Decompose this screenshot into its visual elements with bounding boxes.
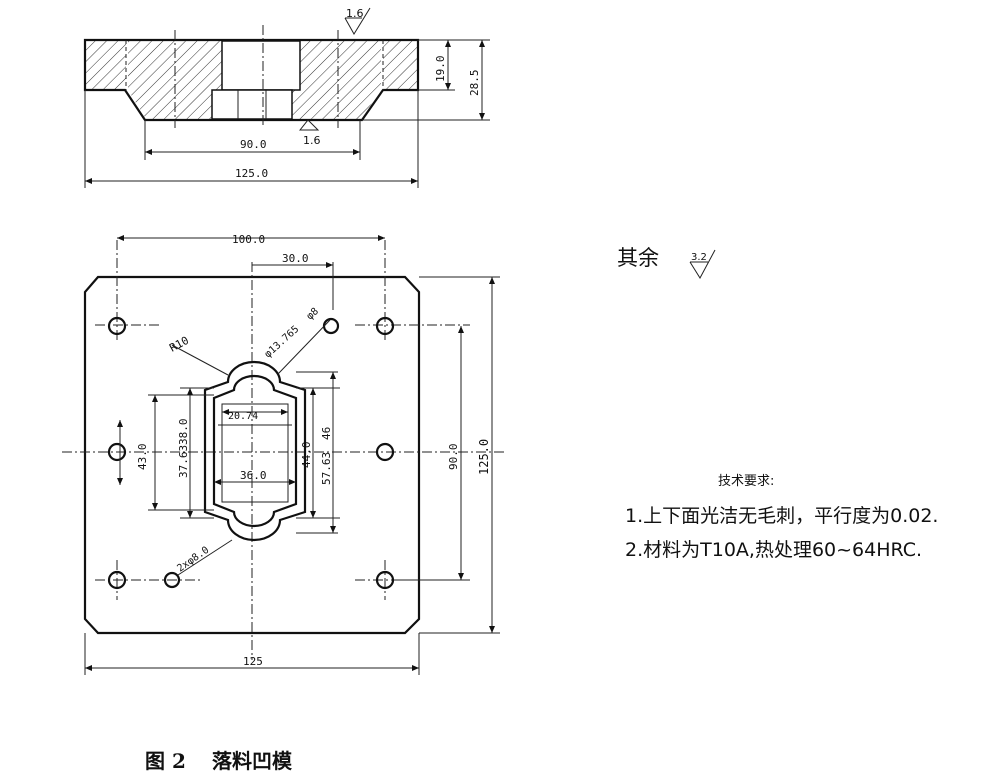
hatch-right-inner	[292, 41, 381, 119]
dim-total-width: 125	[243, 655, 263, 668]
dim-total-height: 125.0	[477, 439, 491, 475]
dim-inner-left-1: 37.63	[177, 445, 190, 478]
tech-requirement-2: 2.材料为T10A,热处理60~64HRC.	[625, 539, 922, 561]
die-opening-upper	[221, 40, 301, 91]
roughness-symbol	[689, 249, 716, 279]
screw-hole-top-left	[107, 316, 127, 336]
dim-bottom-width: 36.0	[240, 469, 267, 482]
caption-title: 落料凹模	[212, 749, 293, 773]
roughness-bottom-value: 1.6	[303, 134, 321, 147]
roughness-top-value: 1.6	[346, 7, 364, 20]
other-roughness-label: 其余	[617, 246, 659, 270]
dim-inner-right-2: 57.63	[320, 452, 333, 485]
tech-requirements: 技术要求: 1.上下面光洁无毛刺，平行度为0.02. 2.材料为T10A,热处理…	[625, 474, 938, 561]
tech-requirement-1: 1.上下面光洁无毛刺，平行度为0.02.	[625, 505, 938, 527]
screw-hole-mid-right	[375, 442, 395, 462]
label-hole-top: φ13.765	[263, 324, 302, 360]
tech-requirements-title: 技术要求:	[718, 474, 774, 489]
roughness-symbol-top	[344, 7, 371, 35]
roughness-symbol-bottom	[298, 119, 320, 131]
dim-inner-right-1: 44.0	[300, 442, 313, 469]
dim-hole-spacing-x: 100.0	[232, 233, 265, 246]
figure-caption: 图 2 落料凹模	[145, 749, 293, 773]
die-opening-lower	[211, 89, 293, 120]
die-opening-outer	[203, 360, 307, 542]
hatch-right-outer	[383, 41, 417, 89]
label-radius: R10	[167, 334, 191, 355]
dim-height-total: 28.5	[468, 70, 481, 97]
dim-slot-width: 20.74	[228, 411, 258, 422]
die-opening-inner	[212, 374, 298, 528]
dim-left-height: 43.0	[136, 444, 149, 471]
label-hole-bottom: 2xφ8.0	[175, 545, 211, 575]
label-pin-top: φ8	[305, 306, 321, 322]
dim-inner-right-3: 46	[320, 427, 333, 440]
dim-offset: 30.0	[282, 252, 309, 265]
screw-hole-bottom-right	[375, 570, 395, 590]
other-roughness: 其余 3.2	[617, 246, 716, 279]
other-roughness-value: 3.2	[691, 252, 707, 263]
caption-number: 图 2	[145, 749, 186, 773]
plan-view: 100.0 30.0 125 90.0 125.0 43.0 37.63 38.…	[62, 233, 505, 675]
dim-height-small: 19.0	[434, 56, 447, 83]
section-view: 1.6 1.6 19.0 28.5 90.0 125.0	[83, 7, 490, 188]
dowel-pin-top	[322, 317, 340, 335]
screw-hole-bottom-left	[107, 570, 127, 590]
dowel-pin-bottom	[163, 571, 181, 589]
plate-outline	[83, 275, 421, 635]
dim-width-total: 125.0	[235, 167, 268, 180]
screw-hole-top-right	[375, 316, 395, 336]
hatch-left-outer	[86, 41, 126, 89]
dim-width-inner: 90.0	[240, 138, 267, 151]
dim-hole-spacing-y: 90.0	[447, 444, 460, 471]
dim-inner-left-2: 38.0	[177, 419, 190, 446]
